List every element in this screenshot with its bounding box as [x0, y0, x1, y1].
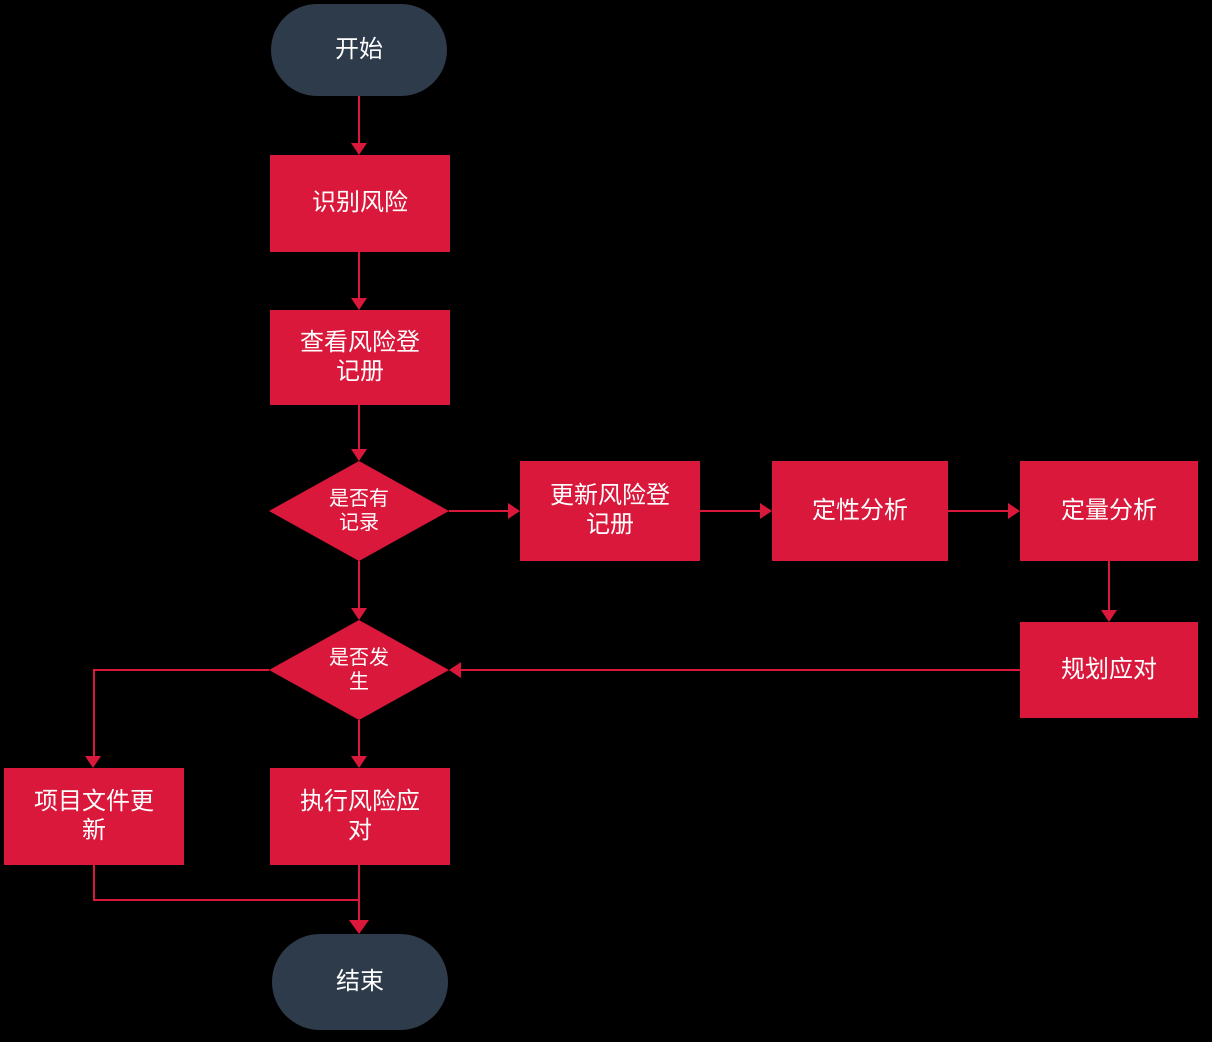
arrowhead-into-occurred-top — [351, 608, 367, 620]
node-qualitative-analysis-label: 定性分析 — [812, 496, 908, 524]
node-has-record-label: 是否有 记录 — [329, 488, 389, 534]
connector-qualitative-to-quantitative-line — [948, 510, 1008, 512]
arrowhead-into-qualitative — [760, 503, 772, 519]
node-identify-risk-label: 识别风险 — [312, 189, 408, 217]
connector-execute-to-end-line — [358, 865, 360, 921]
connector-start-to-identify-line — [358, 96, 360, 143]
arrowhead-into-hasrecord — [351, 449, 367, 461]
node-project-doc-update-label: 项目文件更 新 — [34, 787, 154, 844]
node-check-register-label: 查看风险登 记册 — [300, 328, 420, 385]
arrowhead-into-occurred-right — [449, 662, 461, 678]
node-execute-response: 执行风险应 对 — [270, 768, 450, 865]
arrowhead-into-execute — [351, 756, 367, 768]
connector-hasrecord-to-occurred-line — [358, 561, 360, 608]
connector-update-to-qualitative-line — [700, 510, 760, 512]
node-plan-response-label: 规划应对 — [1061, 655, 1157, 683]
node-execute-response-label: 执行风险应 对 — [300, 787, 420, 844]
arrowhead-into-update — [508, 503, 520, 519]
node-update-register-label: 更新风险登 记册 — [550, 482, 670, 538]
node-qualitative-analysis: 定性分析 — [772, 461, 948, 561]
arrowhead-into-plan — [1101, 610, 1117, 622]
node-identify-risk: 识别风险 — [270, 155, 450, 252]
node-start-label: 开始 — [335, 35, 383, 63]
connector-occurred-to-projectdoc-hline — [93, 669, 269, 671]
node-end-label: 结束 — [336, 967, 384, 995]
node-has-record-decision: 是否有 记录 — [269, 461, 449, 561]
node-check-register: 查看风险登 记册 — [270, 310, 450, 405]
connector-occurred-to-execute-line — [358, 720, 360, 756]
node-start: 开始 — [271, 4, 447, 96]
node-project-doc-update: 项目文件更 新 — [4, 768, 184, 865]
node-occurred-label: 是否发 生 — [329, 647, 389, 693]
connector-projectdoc-to-end-hline — [93, 899, 360, 901]
arrowhead-into-quantitative — [1008, 503, 1020, 519]
node-quantitative-analysis: 定量分析 — [1020, 461, 1198, 561]
node-end: 结束 — [272, 934, 448, 1030]
arrowhead-into-check — [351, 298, 367, 310]
connector-projectdoc-to-end-vline — [93, 865, 95, 901]
connector-plan-to-occurred-line — [461, 669, 1020, 671]
connector-check-to-hasrecord-line — [358, 405, 360, 450]
node-occurred-decision: 是否发 生 — [269, 620, 449, 720]
connector-identify-to-check-line — [358, 252, 360, 298]
connector-quantitative-to-plan-line — [1108, 561, 1110, 610]
node-update-register: 更新风险登 记册 — [520, 461, 700, 561]
node-quantitative-analysis-label: 定量分析 — [1061, 496, 1157, 524]
node-plan-response: 规划应对 — [1020, 622, 1198, 718]
arrowhead-into-end — [349, 920, 369, 934]
arrowhead-into-projectdoc — [85, 756, 101, 768]
connector-occurred-to-projectdoc-vline — [93, 669, 95, 756]
arrowhead-into-identify — [351, 143, 367, 155]
connector-hasrecord-to-update-line — [449, 510, 508, 512]
